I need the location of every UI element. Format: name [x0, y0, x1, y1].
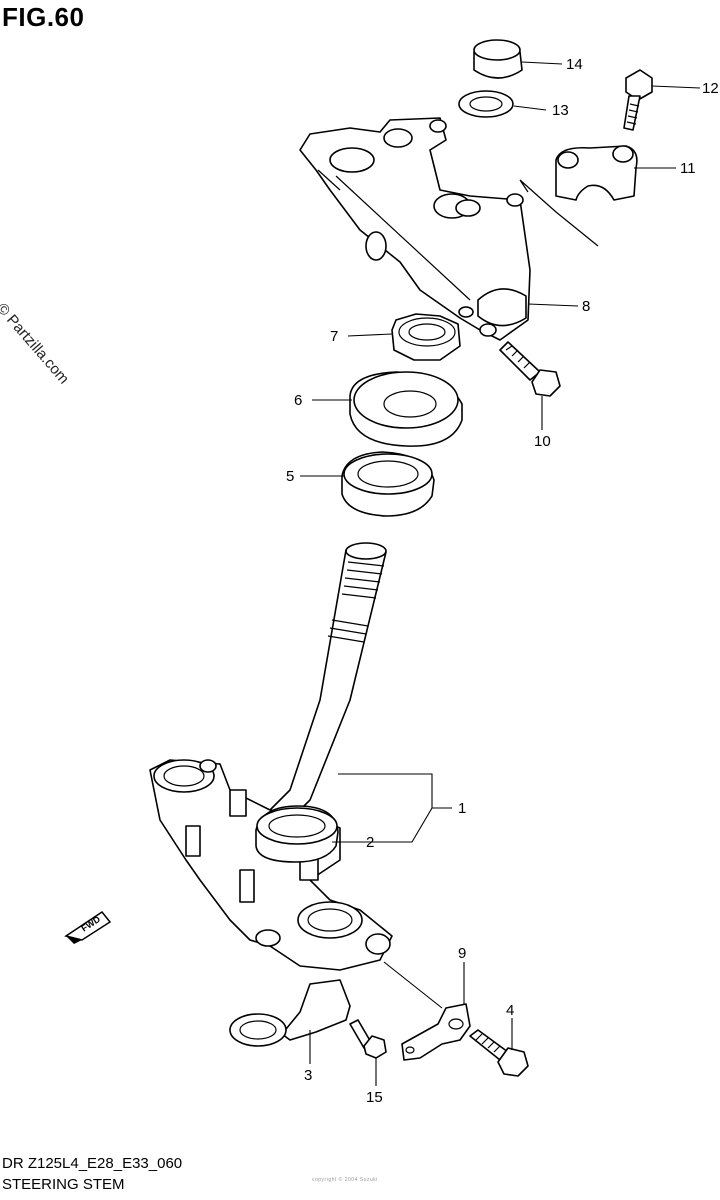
callout-9: 9 — [458, 945, 466, 962]
handlebar-holder-part-11[interactable] — [555, 145, 638, 201]
callout-10: 10 — [534, 433, 551, 450]
washer-part-13[interactable] — [458, 90, 514, 118]
figure-title: FIG.60 — [2, 2, 85, 32]
bearing-part-5[interactable] — [341, 451, 435, 517]
figure-code: DR Z125L4_E28_E33_060 — [2, 1155, 183, 1172]
leader-lines — [300, 61, 701, 1086]
bolt-part-4[interactable] — [469, 1029, 529, 1077]
fine-print: copyright © 2004 Suzuki — [312, 1177, 378, 1183]
cap-part-14[interactable] — [473, 39, 523, 79]
hose-guide-part-3[interactable] — [229, 979, 351, 1047]
bracket-part-9[interactable] — [401, 1003, 471, 1061]
dust-seal-part-6[interactable] — [349, 371, 463, 447]
callout-13: 13 — [552, 102, 569, 119]
bolt-part-10[interactable] — [499, 341, 561, 397]
callout-4: 4 — [506, 1002, 514, 1019]
fwd-arrow-icon: FWD — [64, 910, 112, 944]
callout-15: 15 — [366, 1089, 383, 1106]
callout-8: 8 — [582, 298, 590, 315]
callout-6: 6 — [294, 392, 302, 409]
lower-bearing-part-2[interactable] — [255, 805, 339, 863]
callout-1: 1 — [458, 800, 466, 817]
figure-name: STEERING STEM — [2, 1176, 125, 1193]
callout-7: 7 — [330, 328, 338, 345]
upper-bracket-part-8[interactable] — [299, 117, 531, 341]
callout-11: 11 — [680, 160, 696, 177]
callout-3: 3 — [304, 1067, 312, 1084]
bolt-part-12[interactable] — [623, 69, 653, 131]
steering-nut-part-7[interactable] — [391, 313, 461, 361]
callout-12: 12 — [702, 80, 719, 97]
bolt-part-15[interactable] — [349, 1019, 387, 1059]
dashed-guide — [519, 179, 599, 247]
callout-14: 14 — [566, 56, 583, 73]
callout-2: 2 — [366, 834, 374, 851]
callout-5: 5 — [286, 468, 294, 485]
steering-stem-part-1[interactable] — [149, 542, 393, 971]
